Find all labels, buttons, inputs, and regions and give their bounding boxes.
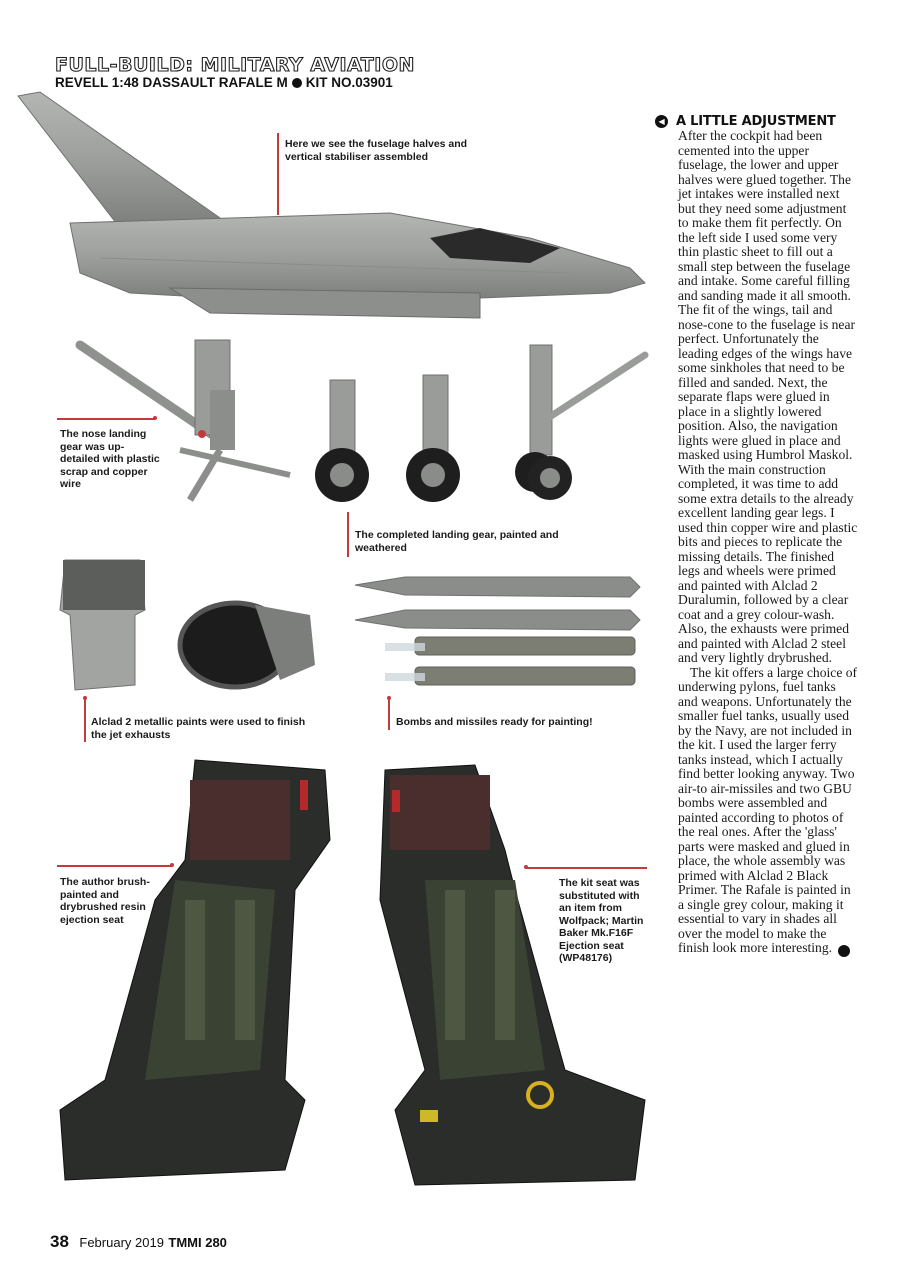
bullet-dot-icon bbox=[291, 78, 302, 88]
magazine-issue: TMMI 280 bbox=[168, 1235, 227, 1250]
caption-pointer-dot bbox=[524, 865, 528, 869]
caption-pointer-line bbox=[57, 865, 172, 867]
caption-nose-gear: The nose landing gear was up-detailed wi… bbox=[60, 428, 160, 490]
caption-pointer-line bbox=[347, 512, 349, 557]
article-paragraph: After the cockpit had been cemented into… bbox=[678, 128, 858, 665]
page-number: 38 bbox=[50, 1232, 69, 1251]
caption-pointer-dot bbox=[153, 416, 157, 420]
bombs-missiles-photo bbox=[354, 576, 641, 686]
article-body: After the cockpit had been cemented into… bbox=[678, 128, 858, 957]
caption-kit-seat: The kit seat was substituted with an ite… bbox=[559, 877, 644, 964]
ejection-seats-photo bbox=[59, 759, 646, 1186]
caption-pointer-dot bbox=[83, 696, 87, 700]
exhausts-photo bbox=[59, 559, 315, 691]
caption-exhausts: Alclad 2 metallic paints were used to fi… bbox=[91, 716, 306, 741]
triangle-right-end-icon: ▶ bbox=[838, 945, 855, 957]
caption-pointer-line bbox=[388, 697, 390, 730]
article-paragraph: The kit offers a large choice of underwi… bbox=[678, 664, 858, 957]
caption-pointer-line bbox=[277, 133, 279, 215]
caption-pointer-line bbox=[525, 867, 647, 869]
article-heading-text: A LITTLE ADJUSTMENT bbox=[676, 114, 836, 129]
issue-date: February 2019 bbox=[79, 1235, 164, 1250]
page-footer: 38 February 2019 TMMI 280 bbox=[50, 1232, 227, 1252]
article-column: ◀ A LITTLE ADJUSTMENT After the cockpit h… bbox=[655, 114, 858, 957]
nose-gear-photo bbox=[75, 339, 291, 502]
caption-pointer-line bbox=[57, 418, 155, 420]
article-heading: ◀ A LITTLE ADJUSTMENT bbox=[655, 114, 856, 129]
fuselage-photo bbox=[17, 91, 646, 319]
caption-fuselage: Here we see the fuselage halves and vert… bbox=[285, 138, 468, 163]
caption-author-seat: The author brush-painted and drybrushed … bbox=[60, 876, 150, 926]
caption-pointer-dot bbox=[170, 863, 174, 867]
triangle-left-bullet-icon: ◀ bbox=[655, 115, 668, 128]
kit-name: REVELL 1:48 DASSAULT RAFALE M bbox=[55, 75, 288, 90]
caption-pointer-line bbox=[84, 697, 86, 742]
caption-pointer-dot bbox=[387, 696, 391, 700]
landing-gear-photo bbox=[315, 344, 649, 502]
caption-landing-gear: The completed landing gear, painted and … bbox=[355, 529, 559, 554]
kit-subtitle: REVELL 1:48 DASSAULT RAFALE M KIT NO.0390… bbox=[55, 75, 393, 90]
section-title: FULL-BUILD: MILITARY AVIATION bbox=[54, 53, 415, 76]
caption-bombs: Bombs and missiles ready for painting! bbox=[396, 716, 593, 728]
kit-number: KIT NO.03901 bbox=[305, 75, 393, 90]
